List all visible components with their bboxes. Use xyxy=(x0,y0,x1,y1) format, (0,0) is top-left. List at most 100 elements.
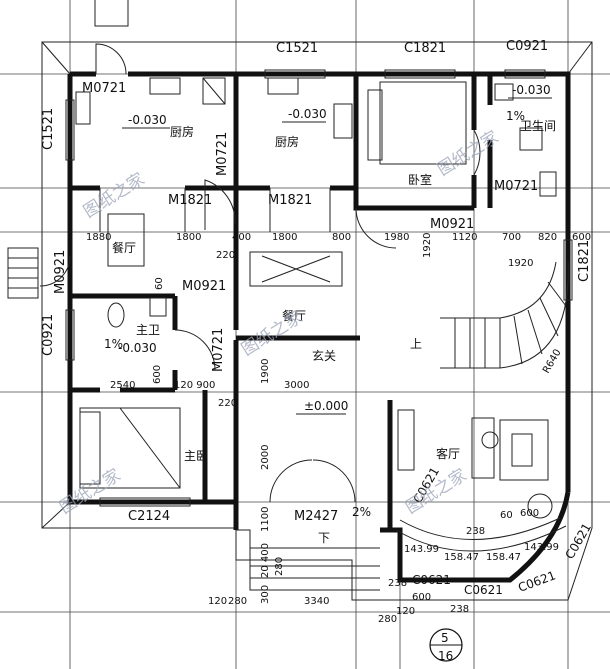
room-master-bed: 主卧 xyxy=(184,449,208,463)
living-furniture xyxy=(397,409,553,519)
dim-1920v: 1920 xyxy=(422,233,433,258)
slope-bath: 1% xyxy=(104,337,123,351)
door-m0721-kitchen: M0721 xyxy=(215,132,230,176)
room-restaurant: 餐厅 xyxy=(112,240,136,255)
level-main-bath: -0.030 xyxy=(118,341,157,355)
dim-400: 400 xyxy=(232,232,251,243)
dim-2540: 2540 xyxy=(110,380,135,391)
dim-238a: 238 xyxy=(388,578,407,589)
door-m0921-bed: M0921 xyxy=(430,217,474,232)
dim-1900: 1900 xyxy=(260,359,271,384)
dim-280b: 280 xyxy=(378,614,397,625)
dim-60: 60 xyxy=(154,277,165,290)
door-m1821-left: M1821 xyxy=(168,193,212,208)
dim-1100: 1100 xyxy=(260,507,271,532)
window-c0921-left: C0921 xyxy=(41,314,56,356)
room-foyer: 玄关 xyxy=(312,348,336,363)
front-steps xyxy=(236,529,380,591)
dim-1800a: 1800 xyxy=(176,232,201,243)
dim-arc1: 143.99 xyxy=(404,544,439,555)
door-m0721-mainbath: M0721 xyxy=(211,328,226,372)
dim-220a: 220 xyxy=(216,250,235,261)
dim-arc3: 158.47 xyxy=(486,552,521,563)
slope-top: 1% xyxy=(506,109,525,123)
door-m0721-top: M0721 xyxy=(82,81,126,96)
room-labels: 厨房 厨房 卧室 卫生间 餐厅 餐厅 主卫 玄关 客厅 主卧 上 下 xyxy=(112,119,556,545)
dim-820: 820 xyxy=(538,232,557,243)
room-bedroom-top: 卧室 xyxy=(408,172,432,187)
window-c0621-d: C0621 xyxy=(562,521,594,562)
window-c0621-b: C0621 xyxy=(464,583,503,597)
room-main-bath: 主卫 xyxy=(136,323,160,337)
spiral-stair xyxy=(440,261,569,369)
dim-1920h: 1920 xyxy=(508,258,533,269)
room-kitchen-left: 厨房 xyxy=(170,124,194,139)
dim-600c: 600 xyxy=(520,508,539,519)
dim-arc2: 158.47 xyxy=(444,552,479,563)
level-bath-top: -0.030 xyxy=(512,83,551,97)
sheet-number: 5 16 xyxy=(429,628,463,663)
doors xyxy=(39,43,481,503)
dim-238c: 238 xyxy=(466,526,485,537)
level-foyer: ±0.000 xyxy=(304,399,348,413)
walls xyxy=(67,71,571,583)
dim-280v: 280 xyxy=(274,557,285,576)
dim-1980: 1980 xyxy=(384,232,409,243)
watermark: 图纸之家 xyxy=(238,307,306,360)
fixtures xyxy=(75,77,557,328)
dim-300: 300 xyxy=(260,585,271,604)
dim-1880: 1880 xyxy=(86,232,111,243)
dim-arc4: 143.99 xyxy=(524,542,559,553)
door-m0921-bath: M0921 xyxy=(182,279,226,294)
room-kitchen-mid: 厨房 xyxy=(275,134,299,149)
sheet-total: 16 xyxy=(438,649,453,663)
dim-120: 120 xyxy=(208,596,227,607)
window-c1521-left: C1521 xyxy=(41,108,56,150)
dim-r640: R640 xyxy=(541,347,564,375)
window-c1521-top: C1521 xyxy=(276,41,318,56)
dim-120-900: 120 900 xyxy=(174,380,215,391)
door-m1821-mid: M1821 xyxy=(268,193,312,208)
dim-220b: 220 xyxy=(218,398,237,409)
dim-600: 600 xyxy=(572,232,591,243)
door-m0721-bath: M0721 xyxy=(494,179,538,194)
door-m2427: M2427 xyxy=(294,509,338,524)
window-c0921-top: C0921 xyxy=(506,39,548,54)
door-m0921-left: M0921 xyxy=(53,250,68,294)
level-kitchen-left: -0.030 xyxy=(128,113,167,127)
window-c2124: C2124 xyxy=(128,509,170,524)
dim-800: 800 xyxy=(332,232,351,243)
dim-3000: 3000 xyxy=(284,380,309,391)
dim-280: 280 xyxy=(228,596,247,607)
watermark: 图纸之家 xyxy=(56,465,124,518)
slope-entry: 2% xyxy=(352,505,371,519)
dim-400v: 20 400 xyxy=(260,543,271,578)
dim-238b: 238 xyxy=(450,604,469,615)
bay-window xyxy=(395,517,567,552)
window-c1821-top: C1821 xyxy=(404,41,446,56)
dim-3340: 3340 xyxy=(304,596,329,607)
room-bath-top: 卫生间 xyxy=(520,119,556,133)
stair-up-label: 上 xyxy=(410,337,422,351)
dim-600v: 600 xyxy=(152,365,163,384)
window-c1821-right: C1821 xyxy=(577,240,592,282)
eave-outline xyxy=(41,0,593,601)
sheet-num: 5 xyxy=(441,631,449,645)
level-kitchen-mid: -0.030 xyxy=(288,107,327,121)
dim-2000: 2000 xyxy=(260,445,271,470)
entry-steps-left xyxy=(7,247,39,299)
dining-tables xyxy=(107,213,343,287)
room-dining: 餐厅 xyxy=(282,308,306,323)
dimensions: 1880 1800 400 1800 800 1980 1120 700 820… xyxy=(86,232,591,625)
dim-600b: 600 xyxy=(412,592,431,603)
dim-1800b: 1800 xyxy=(272,232,297,243)
dim-60b: 60 xyxy=(500,510,513,521)
dim-700: 700 xyxy=(502,232,521,243)
dim-1120: 1120 xyxy=(452,232,477,243)
door-labels: M0721 M0721 M1821 M1821 M0921 M0921 M242… xyxy=(53,81,538,524)
entry-down-label: 下 xyxy=(318,531,330,545)
room-living: 客厅 xyxy=(436,446,460,461)
window-c0621-a: C0621 xyxy=(412,573,451,587)
